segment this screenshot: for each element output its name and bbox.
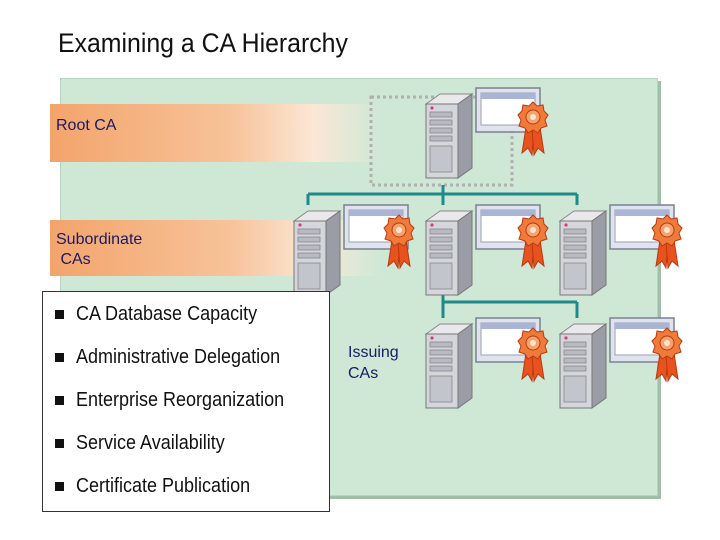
- square-bullet: [55, 481, 64, 491]
- list-item: Certificate Publication: [55, 473, 269, 499]
- list-item: Enterprise Reorganization: [55, 387, 307, 413]
- square-bullet: [55, 395, 64, 405]
- considerations-box: CA Database Capacity Administrative Dele…: [42, 291, 330, 512]
- root-ca-label: Root CA: [56, 117, 117, 134]
- issuing-ca-label: Issuing CAs: [348, 344, 399, 382]
- list-item-label: CA Database Capacity: [76, 302, 258, 325]
- square-bullet: [55, 438, 64, 448]
- root-ca-band: Root CA: [50, 104, 380, 162]
- subordinate-ca-label: Subordinate CAs: [56, 231, 143, 268]
- list-item-label: Service Availability: [76, 431, 225, 454]
- square-bullet: [55, 352, 64, 362]
- root-ca-server-icon: [425, 87, 541, 179]
- offline-root-box: [369, 95, 514, 187]
- list-item-label: Certificate Publication: [76, 474, 251, 497]
- slide-title: Examining a CA Hierarchy: [58, 28, 348, 58]
- list-item-label: Administrative Delegation: [76, 345, 281, 368]
- list-item: Administrative Delegation: [55, 344, 303, 370]
- square-bullet: [55, 309, 64, 319]
- list-item-label: Enterprise Reorganization: [76, 388, 285, 411]
- hierarchy-connectors: [306, 185, 579, 318]
- list-item: CA Database Capacity: [55, 301, 277, 327]
- list-item: Service Availability: [55, 430, 241, 456]
